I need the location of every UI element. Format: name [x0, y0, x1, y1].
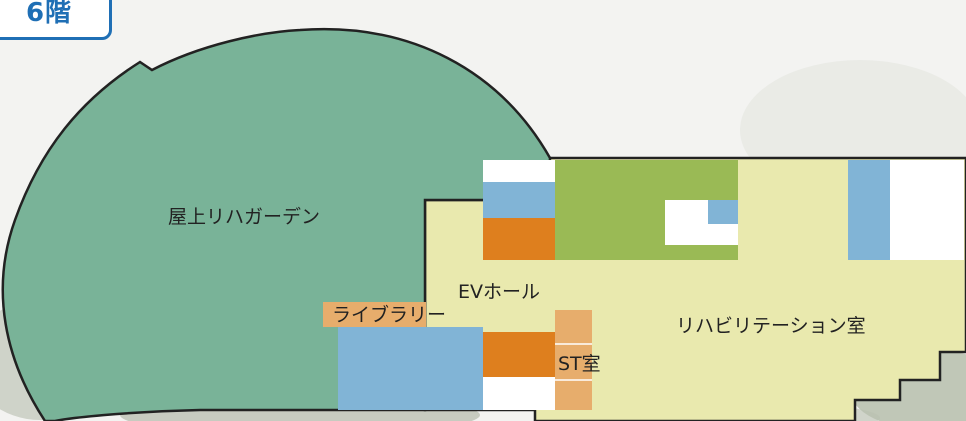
st-room-area: [555, 310, 592, 410]
blue-room-top: [483, 182, 555, 218]
ev-hall-label: EVホール: [458, 281, 540, 303]
blue-room-inner: [708, 200, 738, 224]
floor-label: 6階: [25, 0, 73, 28]
st-room-label: ST室: [558, 353, 601, 375]
library-area: [323, 302, 426, 327]
white-room-bottom: [483, 377, 555, 410]
orange-room-top: [483, 218, 555, 260]
floor-badge: 6階: [0, 0, 112, 40]
library-label: ライブラリー: [332, 303, 446, 326]
orange-room-bottom: [483, 332, 555, 377]
rehab-room-label: リハビリテーション室: [676, 315, 866, 337]
garden-label: 屋上リハガーデン: [168, 206, 320, 228]
blue-room-bottom-left: [338, 327, 483, 410]
white-room-top: [483, 160, 555, 182]
blue-room-right: [848, 160, 890, 260]
white-room-right: [890, 160, 964, 260]
